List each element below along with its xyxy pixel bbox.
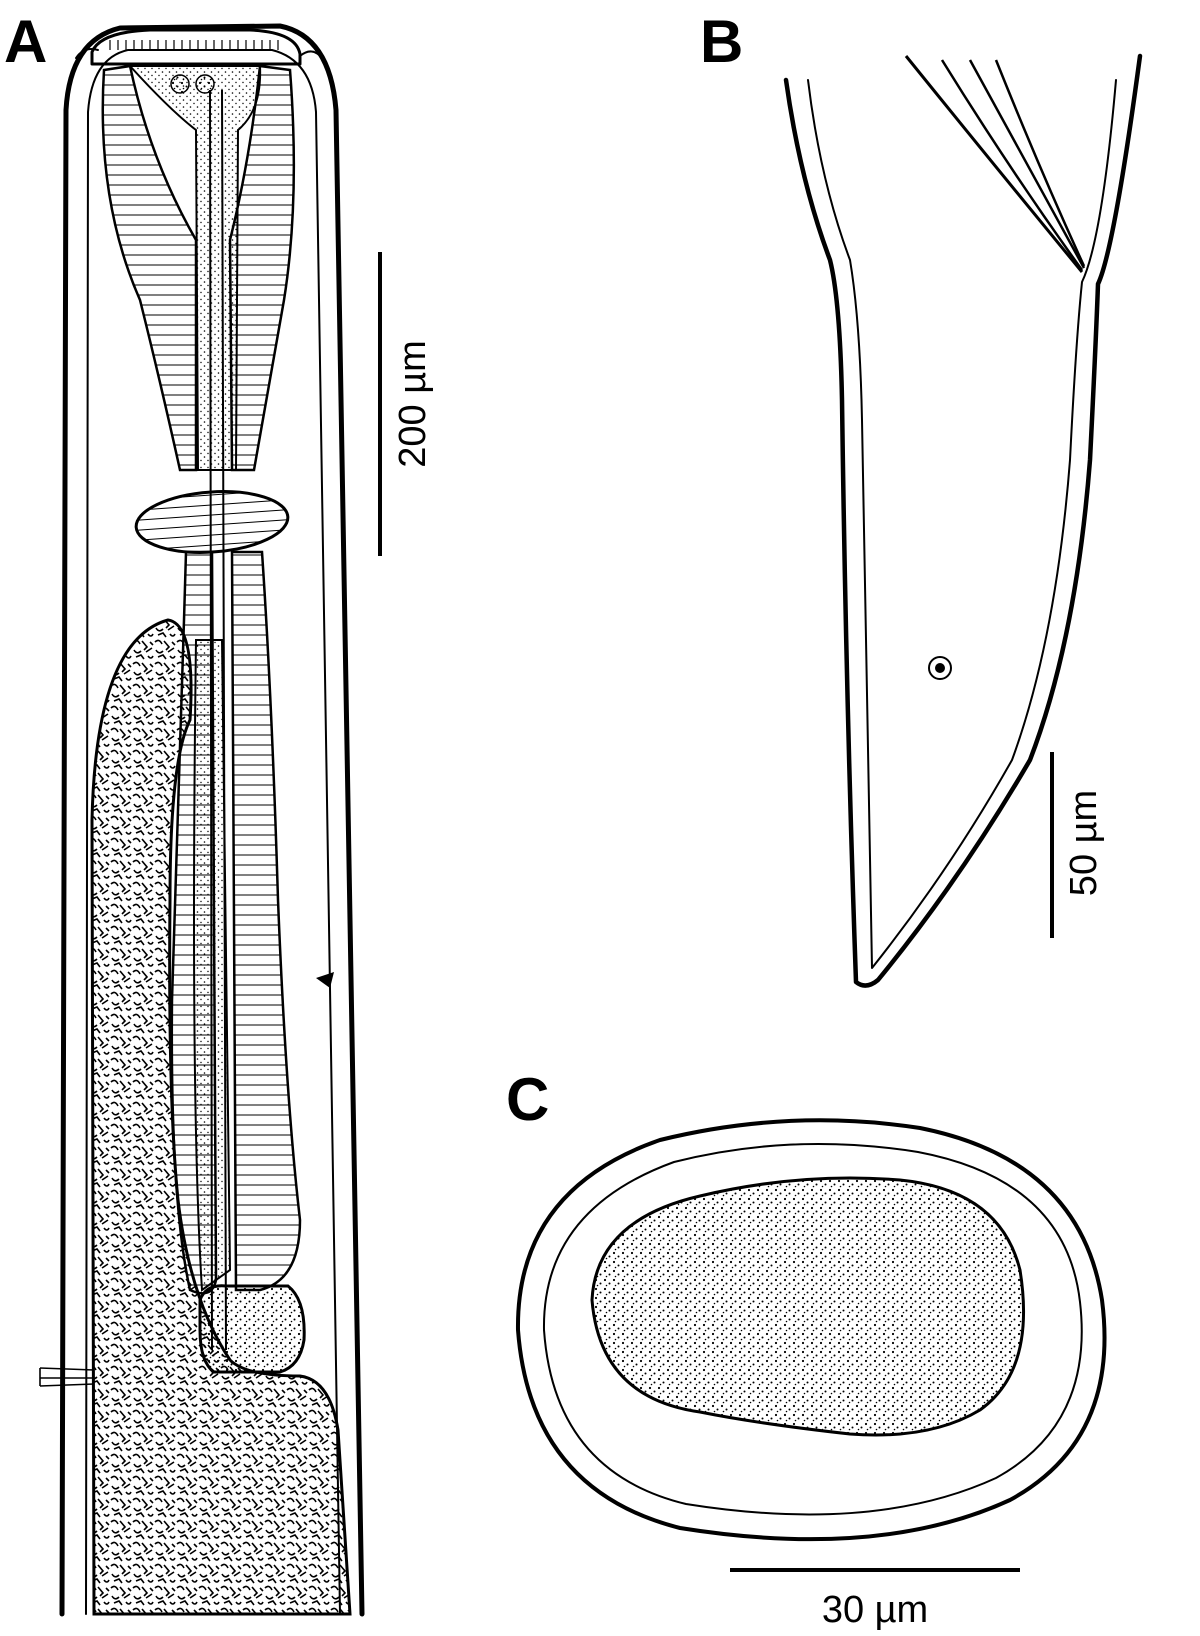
deirid [39,1367,95,1387]
excretory-pore [316,972,334,988]
scale-label-b: 50 µm [1063,790,1105,896]
oesophageal-gland [193,639,232,1292]
panel-c-letter: C [506,1066,549,1133]
panel-b-tail: B 50 µm [700,8,1143,988]
panel-a-letter: A [4,8,47,75]
amphid-left [170,74,190,94]
nerve-ring [134,490,290,554]
panel-a-anterior-end: A [4,8,434,1617]
papilla-right [299,50,323,59]
scale-label-c: 30 µm [822,1589,928,1631]
inner-cuticle [85,49,341,1615]
panel-c-egg: C 30 µm [506,1066,1107,1631]
oesophagus-muscle-right [228,64,296,472]
amphid-right [195,74,215,94]
tail-outline-inner [807,79,1117,969]
oesophagus-posterior-right [230,550,302,1292]
oesophagus-muscle-left [101,64,198,472]
scale-label-a: 200 µm [392,340,434,468]
intestine [90,618,352,1616]
mouth-ridges [109,40,279,50]
head-cap [90,28,302,66]
papilla-left [75,48,99,59]
oesophagus-corpus [127,65,262,471]
tail-outline-outer [783,53,1143,988]
egg-content [590,1176,1026,1437]
panel-b-letter: B [700,8,743,75]
rectum [904,55,1086,273]
egg-shell-outer [515,1118,1107,1542]
body-outline [59,23,365,1617]
egg-shell-inner [542,1143,1083,1516]
phasmid-center [935,663,945,673]
